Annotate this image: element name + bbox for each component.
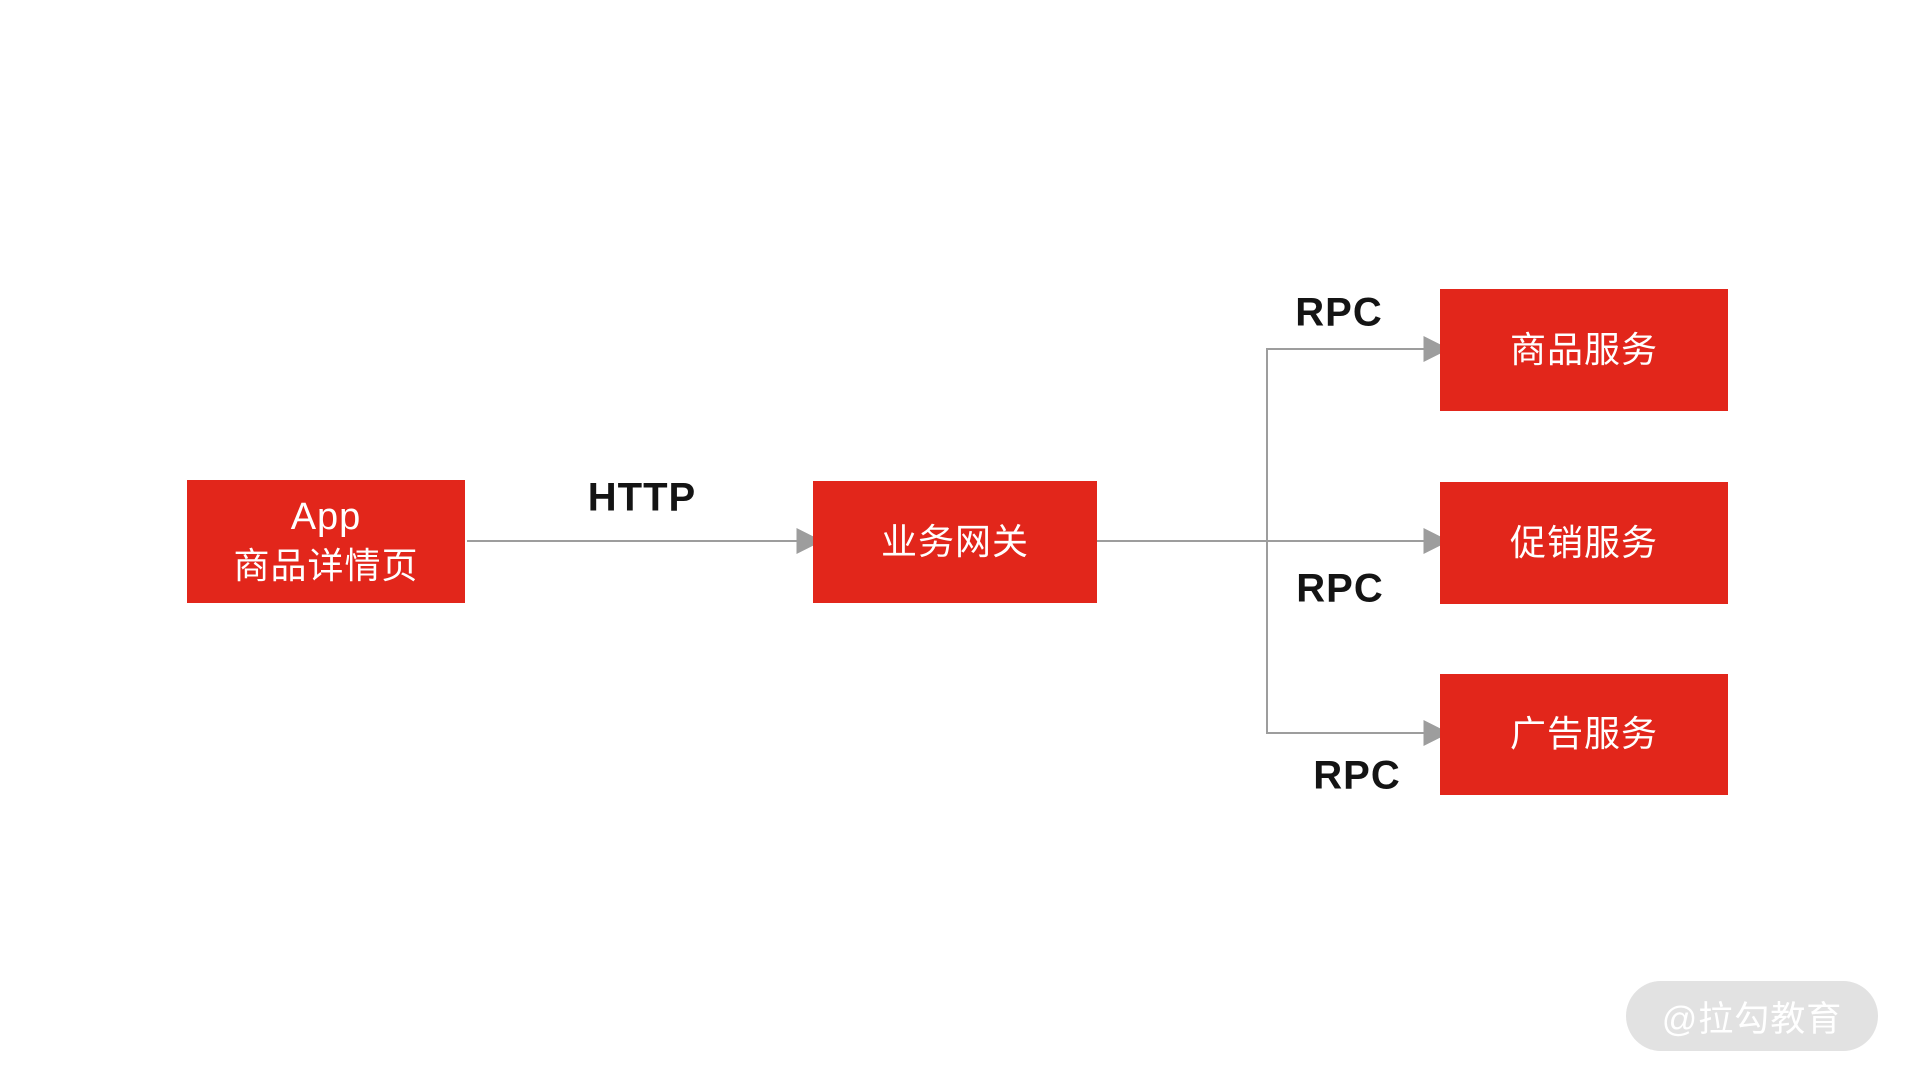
edge-label-rpc-bottom: RPC [1313,753,1401,798]
watermark-text: @拉勾教育 [1661,999,1843,1039]
node-app-detail-page: App 商品详情页 [187,480,465,603]
edge-label-http: HTTP [587,475,697,520]
node-business-gateway-label: 业务网关 [880,520,1029,562]
node-business-gateway: 业务网关 [813,481,1097,603]
edge-label-rpc-middle: RPC [1296,566,1384,611]
node-ad-service: 广告服务 [1440,674,1728,795]
node-product-service-label: 商品服务 [1509,328,1658,370]
edge-label-rpc-top: RPC [1295,290,1383,335]
edge-gateway-to-product [1266,336,1450,541]
node-promotion-service-label: 促销服务 [1509,521,1658,563]
node-promotion-service: 促销服务 [1440,482,1728,604]
node-app-subtitle: 商品详情页 [233,544,419,586]
node-ad-service-label: 广告服务 [1509,713,1658,755]
watermark-badge: @拉勾教育 [1626,981,1878,1051]
edge-gateway-to-ad [1266,541,1450,746]
node-product-service: 商品服务 [1440,289,1728,411]
node-app-title: App [290,496,362,539]
